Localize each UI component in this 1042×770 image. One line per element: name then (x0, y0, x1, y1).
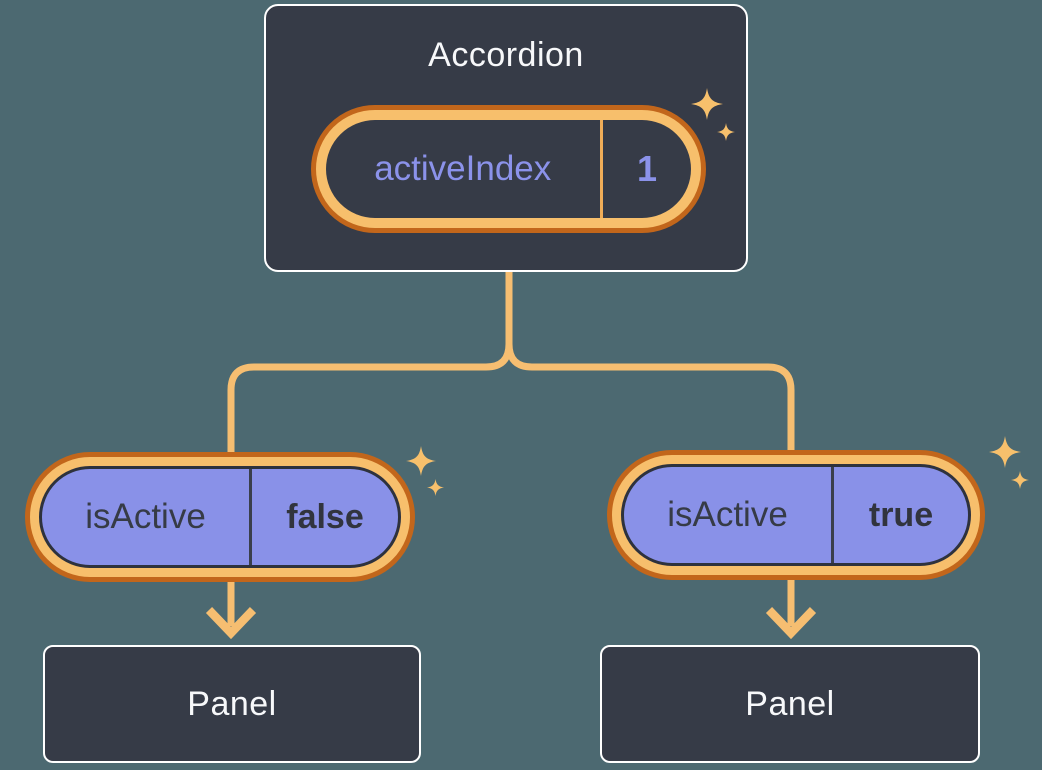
prop-value-label: true (868, 495, 934, 534)
sparkle-icon (1011, 471, 1029, 489)
state-pill-inner: activeIndex 1 (326, 120, 691, 218)
accordion-component-node: Accordion activeIndex 1 (264, 4, 748, 272)
arrowhead-right-icon (765, 607, 817, 640)
panel-title: Panel (745, 684, 835, 723)
sparkle-icon (427, 479, 444, 496)
prop-pill-inner: isActive false (39, 466, 401, 568)
pill-divider (599, 120, 603, 218)
panel-component-node-right: Panel (600, 645, 980, 763)
prop-pill-left: isActive false (25, 452, 415, 582)
prop-pill-right: isActive true (607, 450, 985, 580)
prop-name-label: isActive (667, 495, 788, 534)
prop-name-label: isActive (85, 497, 206, 536)
sparkle-icon (717, 123, 735, 141)
pill-divider (249, 469, 252, 565)
sparkle-icon (406, 446, 436, 476)
prop-pill-inner: isActive true (621, 464, 971, 566)
state-name-label: activeIndex (374, 149, 552, 188)
sparkle-icon (691, 88, 723, 120)
sparkle-icon (989, 436, 1021, 468)
prop-value-label: false (286, 497, 364, 536)
state-pill: activeIndex 1 (311, 105, 706, 233)
arrowhead-left-icon (205, 607, 257, 640)
connector-right-branch (505, 270, 795, 626)
panel-component-node-left: Panel (43, 645, 421, 763)
pill-divider (831, 467, 834, 563)
state-value-label: 1 (636, 148, 658, 189)
component-title: Accordion (428, 36, 584, 74)
panel-title: Panel (187, 684, 277, 723)
